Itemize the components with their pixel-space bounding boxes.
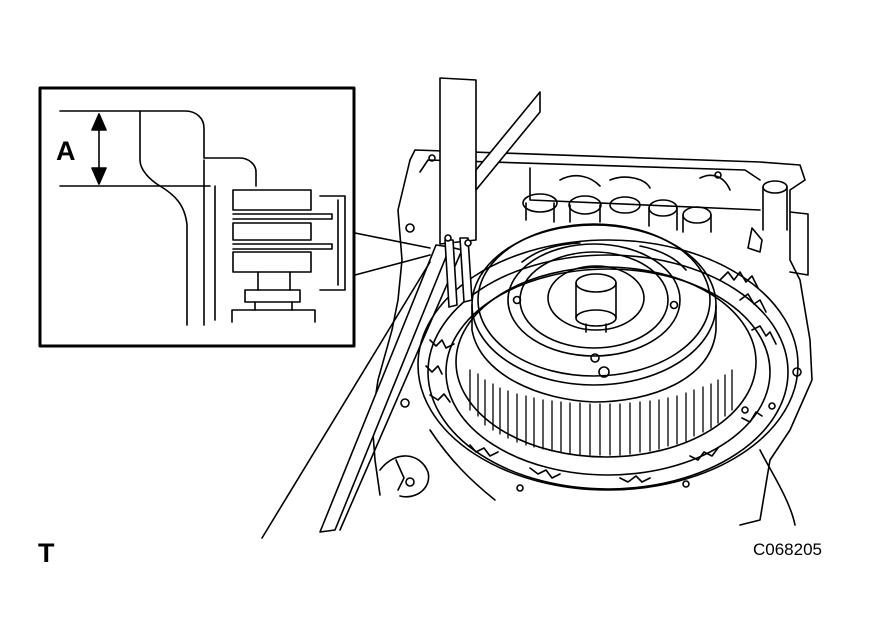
clutch-spline-teeth bbox=[470, 370, 732, 455]
dimension-a-label: A bbox=[56, 136, 76, 166]
view-marker-label: T bbox=[38, 538, 55, 568]
transmission-case bbox=[372, 150, 812, 525]
clutch-drum-assembly bbox=[418, 224, 798, 490]
feeler-gauge bbox=[262, 235, 472, 538]
detail-inset bbox=[40, 88, 354, 346]
straightedge-ruler bbox=[440, 78, 540, 244]
figure-code-label: C068205 bbox=[753, 540, 823, 559]
callout-leader-lines bbox=[355, 233, 430, 275]
